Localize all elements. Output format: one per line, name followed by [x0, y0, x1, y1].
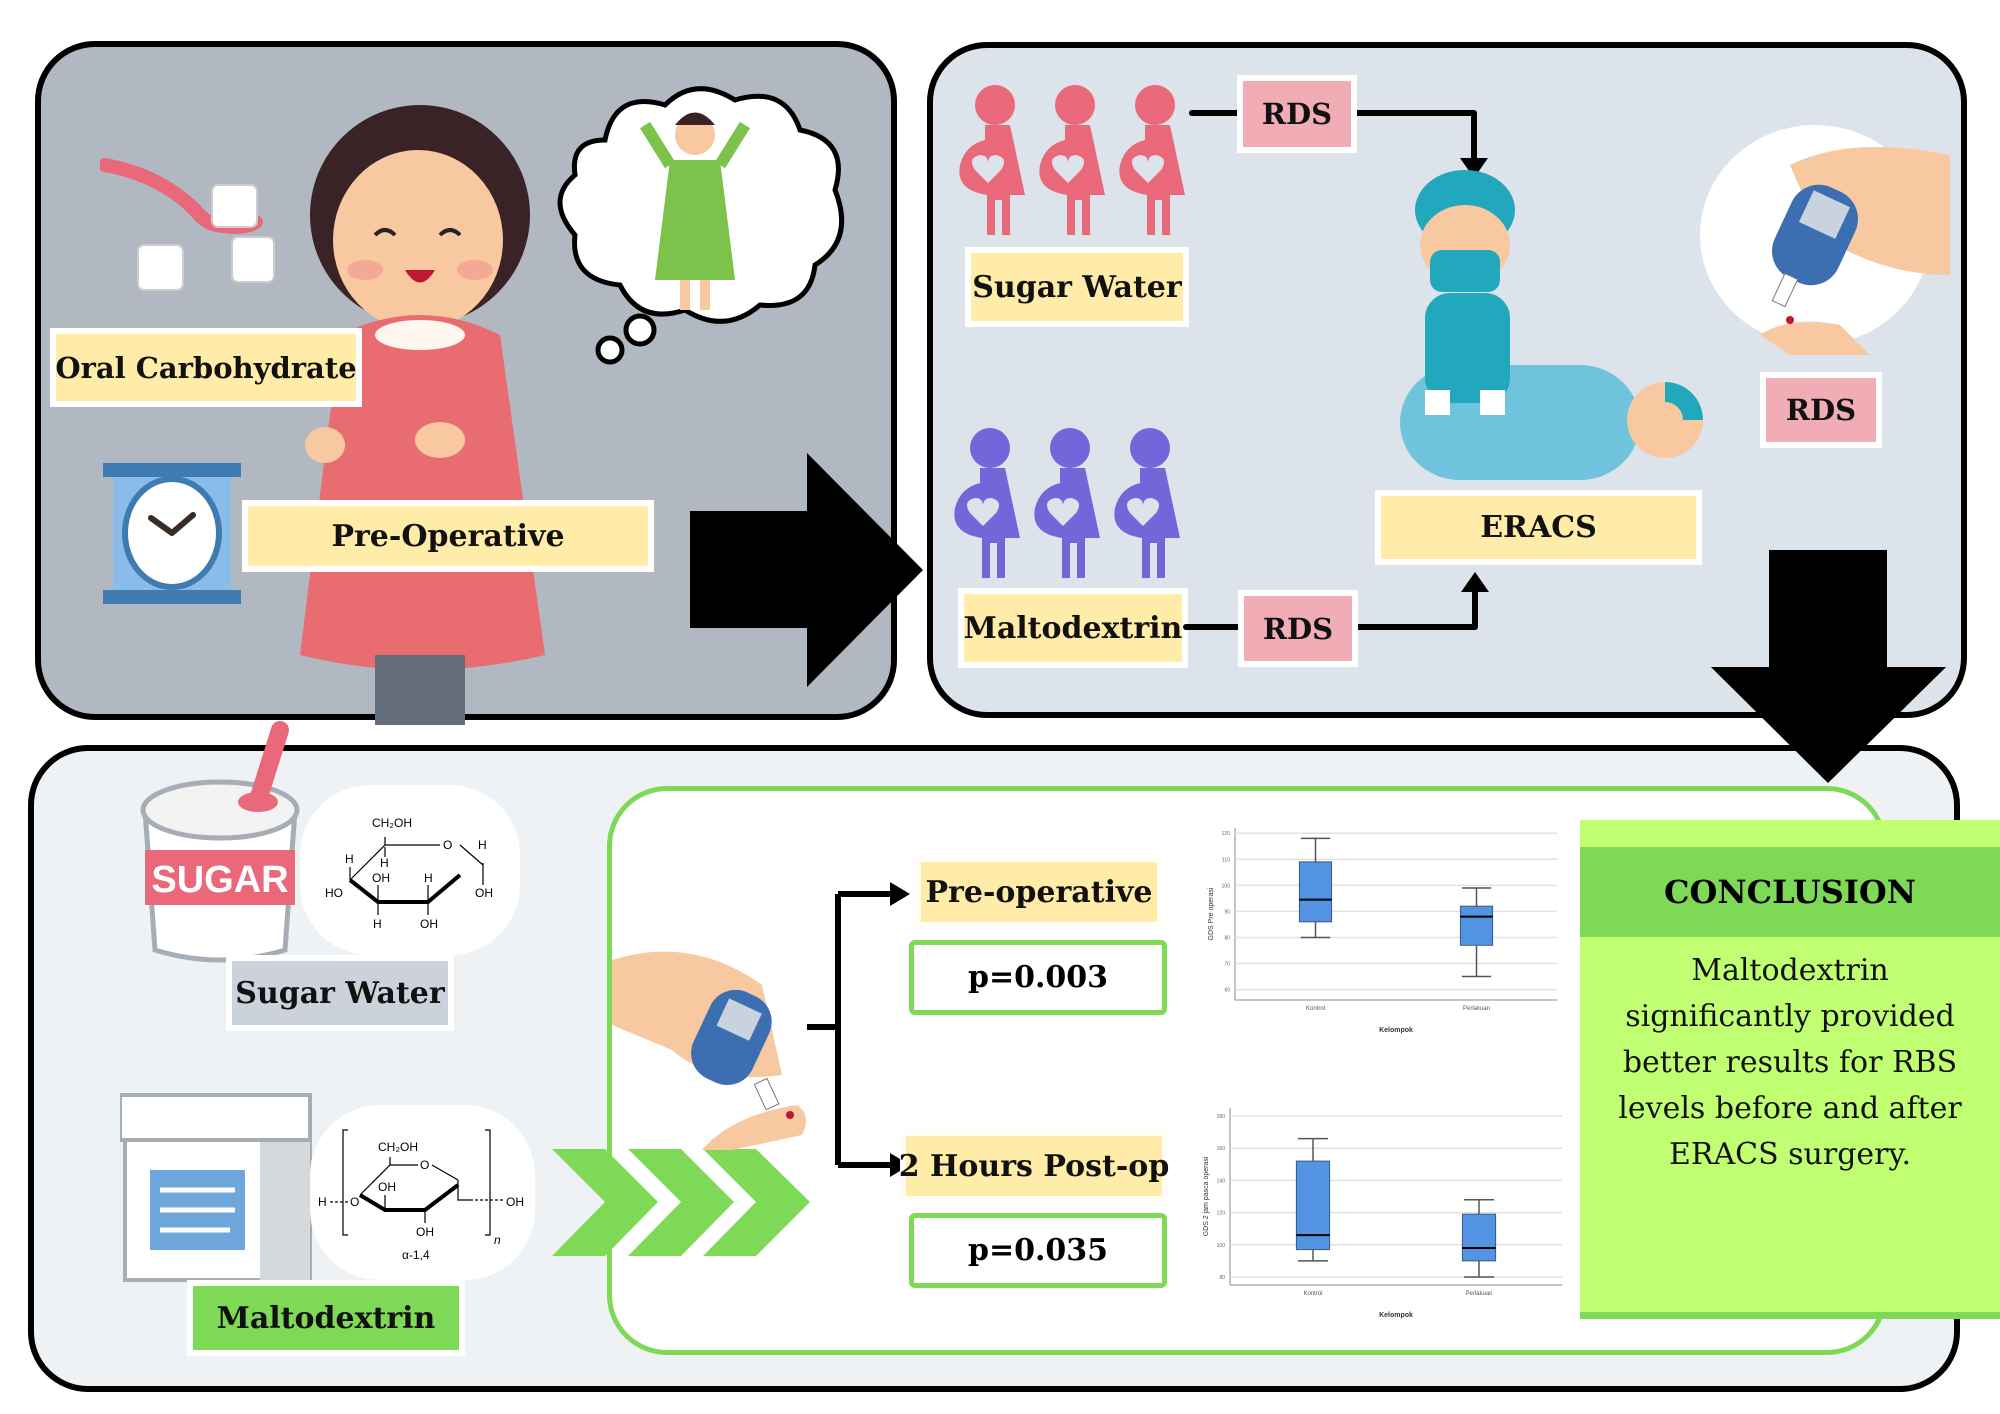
y-tick-label: 140	[1217, 1178, 1226, 1184]
purple-pregnant-group-icon	[954, 428, 1180, 578]
thought-bubble	[557, 86, 845, 365]
surgeon-operating-illustration	[1400, 170, 1703, 480]
blood-glucose-test-icon	[612, 951, 806, 1150]
pre-operative-result-label: Pre-operative	[915, 856, 1163, 928]
flow-connectors	[1183, 110, 1489, 630]
conclusion-title: CONCLUSION	[1580, 847, 2000, 937]
y-tick-label: 70	[1224, 962, 1230, 968]
rds-result-label: RDS	[1760, 372, 1882, 448]
maltodextrin-group-label: Maltodextrin	[958, 588, 1188, 668]
glucose-oh2: OH	[475, 886, 493, 900]
malto-oh3: OH	[416, 1225, 434, 1239]
y-tick-label: 120	[1222, 831, 1231, 837]
box-kontrol	[1298, 861, 1333, 923]
glucose-ho: HO	[325, 886, 343, 900]
sugar-cubes-icon	[100, 158, 275, 291]
y-tick-label: 180	[1217, 1114, 1226, 1120]
y-tick-label: 80	[1224, 935, 1230, 941]
x-tick-label: Kontrol	[1303, 1291, 1322, 1297]
glucometer-icon	[1700, 125, 1950, 355]
x-tick-label: Perlakuan	[1465, 1291, 1492, 1297]
maltodextrin-structure: CH₂OH O OH H O OH OH n α-1,4	[310, 1105, 535, 1280]
glucose-ch2oh: CH₂OH	[372, 816, 412, 830]
rds-bottom-label: RDS	[1238, 590, 1358, 667]
conclusion-text: Maltodextrin significantly provided bett…	[1618, 953, 1962, 1172]
box-perlakuan	[1461, 1213, 1497, 1262]
y-axis-label: GDS Pre operasi	[1208, 887, 1215, 940]
oral-carbohydrate-label: Oral Carbohydrate	[50, 328, 362, 407]
glucose-oh3: OH	[420, 917, 438, 931]
malto-oh2: OH	[506, 1195, 524, 1209]
y-tick-label: 110	[1222, 857, 1230, 863]
maltodextrin-label: Maltodextrin	[187, 1280, 465, 1356]
glucose-oh1: OH	[372, 871, 390, 885]
malto-h: H	[318, 1195, 327, 1209]
malto-bond: α-1,4	[402, 1248, 430, 1262]
glucose-h3: H	[424, 871, 433, 885]
post-op-p-value: p=0.035	[909, 1213, 1167, 1288]
malto-n: n	[494, 1233, 501, 1247]
pink-pregnant-group-icon	[959, 85, 1185, 235]
sugar-jar-text: SUGAR	[151, 859, 288, 901]
pre-operative-p-value: p=0.003	[909, 940, 1167, 1015]
malto-o: O	[420, 1158, 429, 1172]
malto-oh1: OH	[378, 1180, 396, 1194]
right-arrow-icon	[690, 453, 923, 687]
x-tick-label: Kontrol	[1306, 1006, 1325, 1012]
x-tick-label: Perlakuan	[1463, 1006, 1490, 1012]
y-tick-label: 160	[1217, 1146, 1226, 1152]
sugar-jar-icon: SUGAR	[140, 721, 300, 963]
y-tick-label: 80	[1219, 1275, 1225, 1281]
sugar-water-group-label: Sugar Water	[965, 247, 1189, 327]
y-tick-label: 90	[1224, 909, 1230, 915]
glucose-h1: H	[345, 852, 354, 866]
y-tick-label: 100	[1217, 1243, 1226, 1249]
glucose-structure: CH₂OH O H H OH H H HO OH H OH	[300, 785, 520, 955]
down-arrow-overlay	[1711, 550, 1946, 783]
x-axis-label: Kelompok	[1379, 1312, 1413, 1319]
clock-icon	[103, 463, 241, 604]
chevron-arrows-icon	[552, 1149, 810, 1256]
pre-operative-label: Pre-Operative	[242, 500, 654, 572]
glucose-o: O	[443, 838, 452, 852]
x-axis-label: Kelompok	[1379, 1027, 1413, 1034]
maltodextrin-bag-icon	[120, 1093, 312, 1282]
pregnant-woman-illustration	[300, 105, 545, 725]
y-axis-label: GDS 2 jam pasca operasi	[1203, 1156, 1210, 1236]
conclusion-box: CONCLUSION Maltodextrin significantly pr…	[1580, 820, 2000, 1319]
y-tick-label: 60	[1224, 988, 1230, 994]
box-perlakuan	[1459, 905, 1494, 946]
malto-ch2oh: CH₂OH	[378, 1140, 418, 1154]
post-op-result-label: 2 Hours Post-op	[899, 1130, 1169, 1202]
eracs-label: ERACS	[1375, 490, 1702, 565]
glucose-h5: H	[373, 917, 382, 931]
glucose-h4: H	[478, 838, 487, 852]
malto-o2: O	[350, 1195, 359, 1209]
glucose-h2: H	[380, 856, 389, 870]
rds-top-label: RDS	[1237, 75, 1357, 153]
y-tick-label: 120	[1217, 1211, 1226, 1217]
y-tick-label: 100	[1222, 883, 1231, 889]
sugar-water-label: Sugar Water	[226, 955, 454, 1031]
box-kontrol	[1295, 1160, 1331, 1251]
